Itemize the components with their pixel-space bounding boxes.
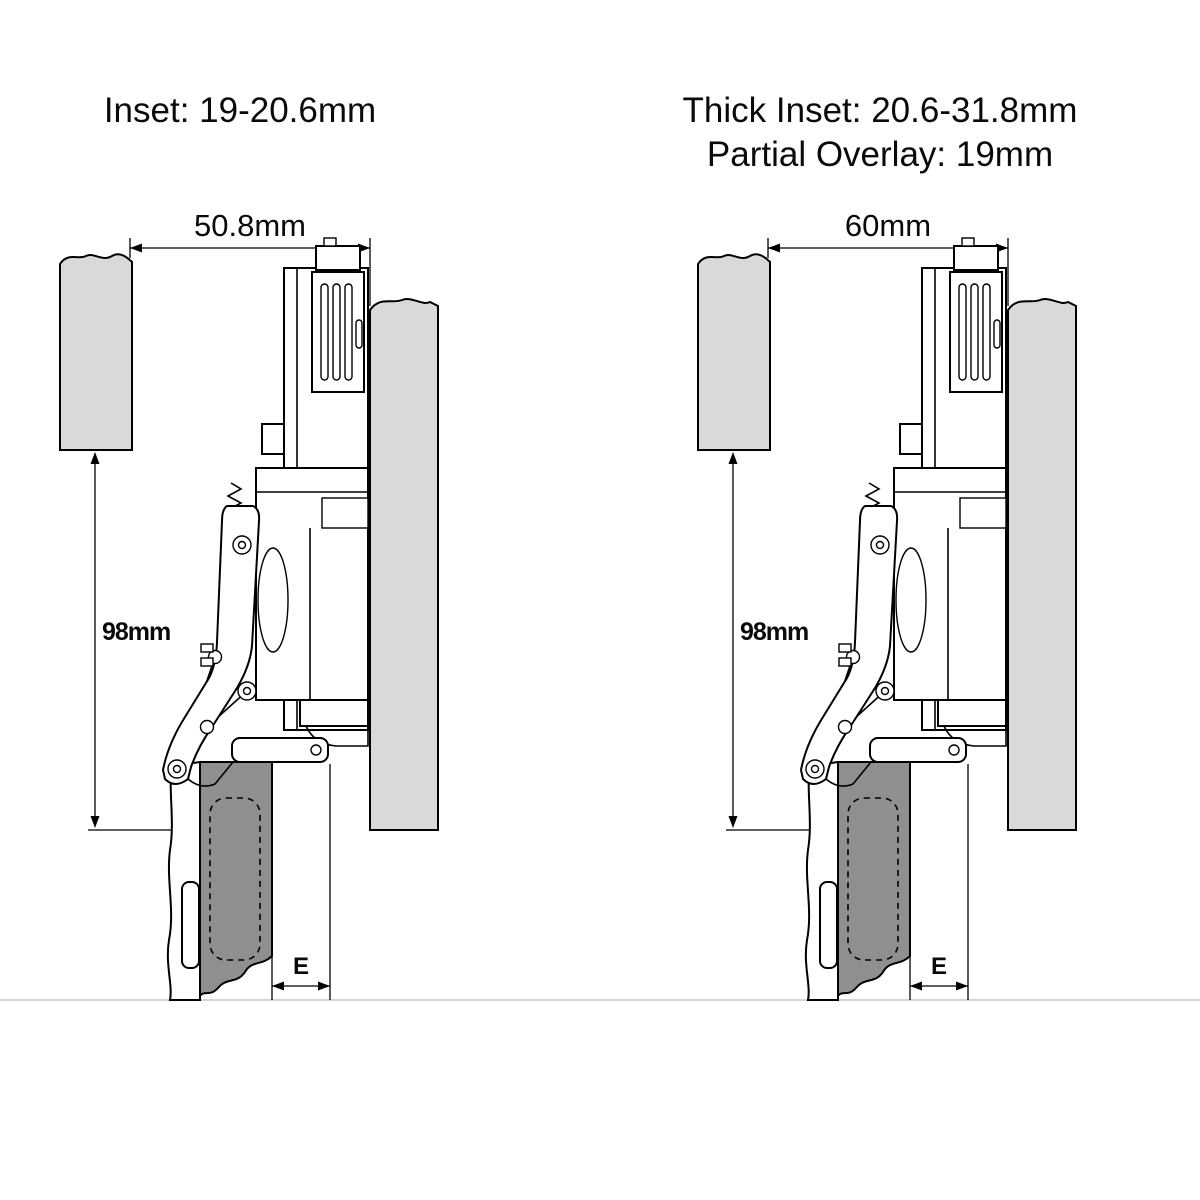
right-vertical-dimension-label: 98mm xyxy=(740,618,808,646)
right-e-dimension-label: E xyxy=(931,953,947,980)
left-top-dimension-label: 50.8mm xyxy=(194,208,306,243)
right-top-dimension-label: 60mm xyxy=(845,208,931,243)
left-e-dimension-label: E xyxy=(293,953,309,980)
left-title: Inset: 19-20.6mm xyxy=(104,91,376,130)
right-title-line1: Thick Inset: 20.6-31.8mm xyxy=(683,91,1078,130)
right-diagram: Thick Inset: 20.6-31.8mm Partial Overlay… xyxy=(683,91,1078,1001)
left-diagram: Inset: 19-20.6mm 50.8mm 98mm E xyxy=(59,91,439,1001)
left-vertical-dimension-label: 98mm xyxy=(102,618,170,646)
right-title-line2: Partial Overlay: 19mm xyxy=(707,135,1053,174)
